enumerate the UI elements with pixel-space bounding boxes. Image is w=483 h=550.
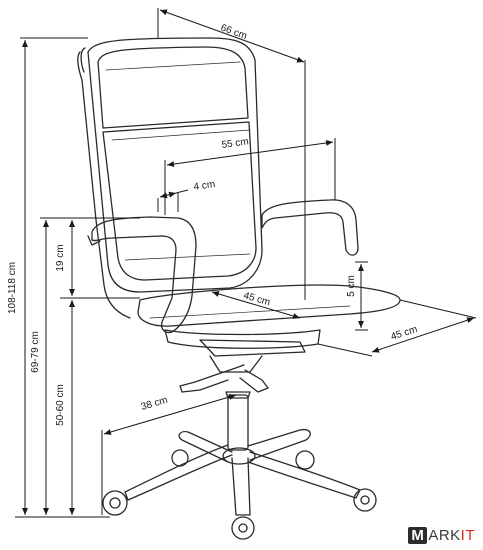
backrest-side-rod [77,51,131,319]
dim-line-base-radius [103,394,237,435]
label-arm-height: 19 cm [55,244,66,271]
dimension-lines [15,8,477,518]
backrest-body-cushion [102,121,257,281]
label-arm-floor-height: 69-79 cm [30,331,41,373]
gas-lift-lever [239,369,269,393]
gas-cylinder [227,394,249,451]
armrest-left [91,216,197,334]
label-seat-thickness: 5 cm [346,275,357,297]
dim-line-back-width [166,139,334,168]
logo-m: M [408,527,428,544]
seat-base-plate [164,329,321,349]
logo-it: IT [460,527,475,544]
label-total-height: 108-118 cm [7,262,18,314]
dim-line-seat-width [371,317,475,353]
backrest-outer [87,37,263,293]
label-seat-width: 45 cm [390,324,419,343]
label-base-radius: 38 cm [140,395,169,413]
dimension-labels: 66 cm 55 cm 4 cm 108-118 cm 69-79 cm 19 … [7,22,419,425]
star-base [124,428,361,516]
label-seat-height: 50-60 cm [55,384,66,426]
dim-line-arm-width [159,191,177,199]
backrest-head-cushion [97,46,249,129]
label-arm-width: 4 cm [193,179,216,193]
seat-cushion [137,284,401,327]
dim-line-seat-depth [211,291,301,319]
label-back-width: 55 cm [221,136,250,151]
castor-wheels [102,449,377,540]
dim-line-depth-total [159,9,305,63]
armrest-right [261,199,359,256]
tilt-mechanism [199,339,306,357]
logo-ark: ARK [428,527,461,544]
